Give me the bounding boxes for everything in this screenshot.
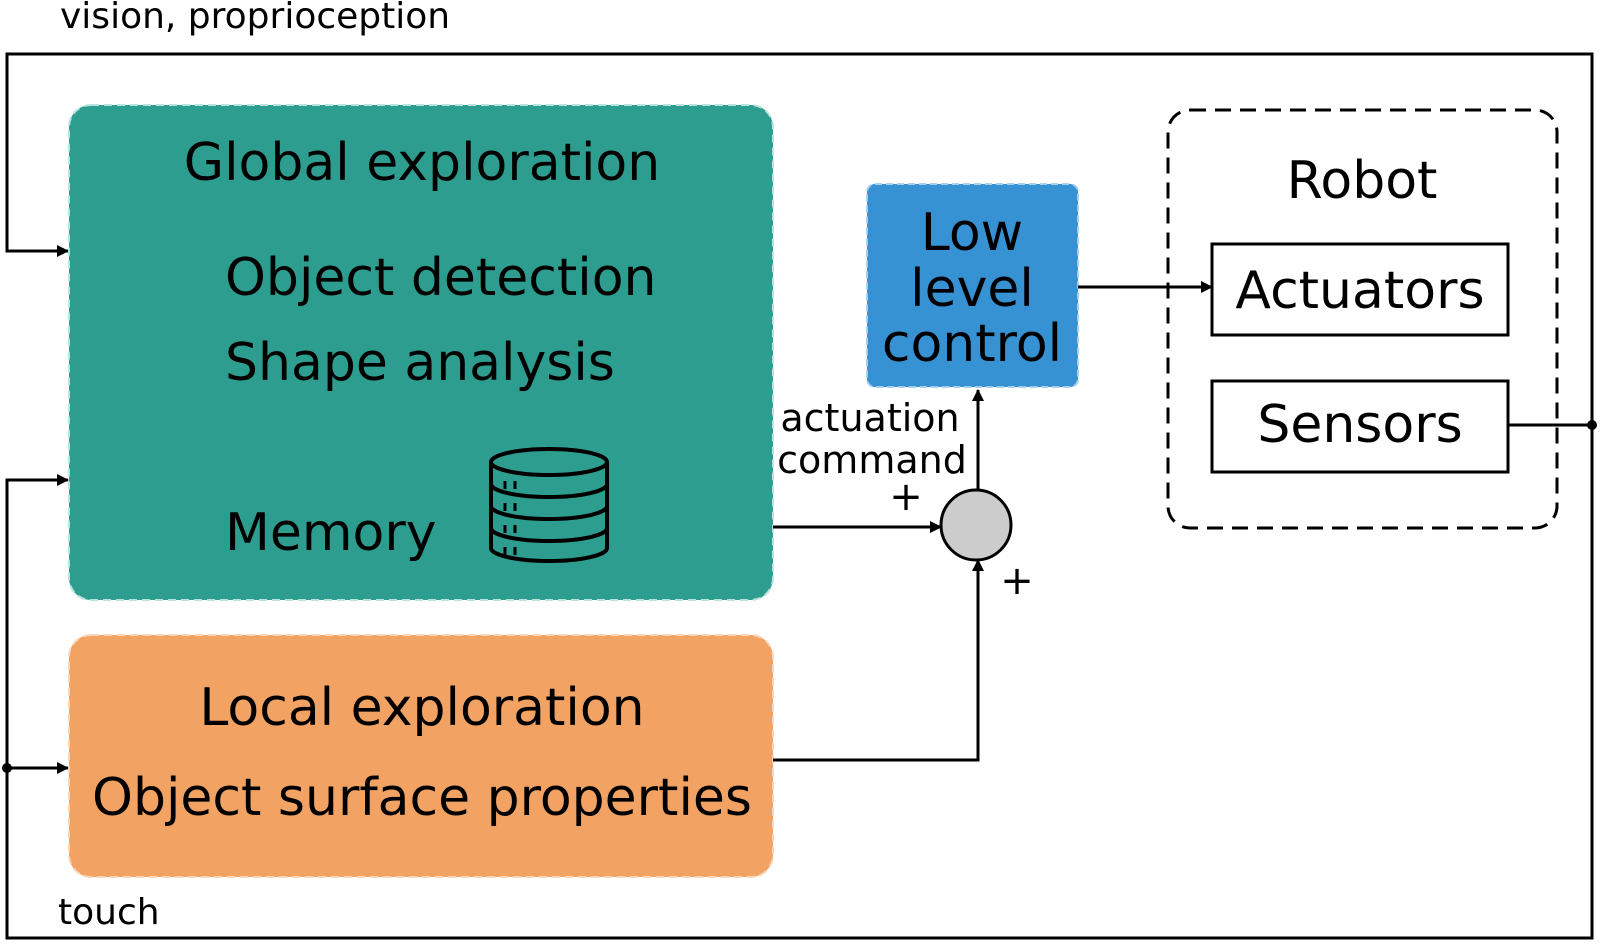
low-level-line-1: Low: [921, 203, 1023, 263]
object-surface-properties-label: Object surface properties: [92, 768, 752, 828]
vision-feedback-line: [5, 52, 1594, 425]
plus-sign-top: +: [889, 474, 923, 520]
actuation-label-line-2: command: [777, 438, 967, 482]
touch-junction-dot: [2, 763, 12, 773]
actuators-box: [1210, 242, 1510, 337]
summing-junction: [939, 488, 1013, 562]
low-level-line-3: control: [882, 314, 1062, 374]
vision-label: vision, proprioception: [60, 0, 450, 37]
low-level-line-2: level: [910, 259, 1034, 319]
memory-label: Memory: [225, 503, 436, 563]
touch-label: touch: [58, 892, 160, 933]
global-exploration-block: [68, 104, 774, 601]
object-detection-label: Object detection: [225, 248, 656, 308]
local-exploration-block: [68, 634, 774, 878]
robot-container: [1166, 108, 1559, 530]
local-exploration-title: Local exploration: [199, 678, 644, 738]
actuation-label-line-1: actuation: [780, 396, 959, 440]
sensors-box: [1210, 379, 1510, 474]
shape-analysis-label: Shape analysis: [225, 333, 615, 393]
local-to-sum-arrow: [773, 559, 984, 762]
sensors-label: Sensors: [1257, 395, 1462, 455]
plus-sign-bottom: +: [1000, 558, 1034, 604]
robot-title: Robot: [1287, 151, 1438, 211]
actuators-label: Actuators: [1235, 261, 1484, 321]
database-icon: [489, 447, 609, 563]
global-exploration-title: Global exploration: [184, 133, 660, 193]
